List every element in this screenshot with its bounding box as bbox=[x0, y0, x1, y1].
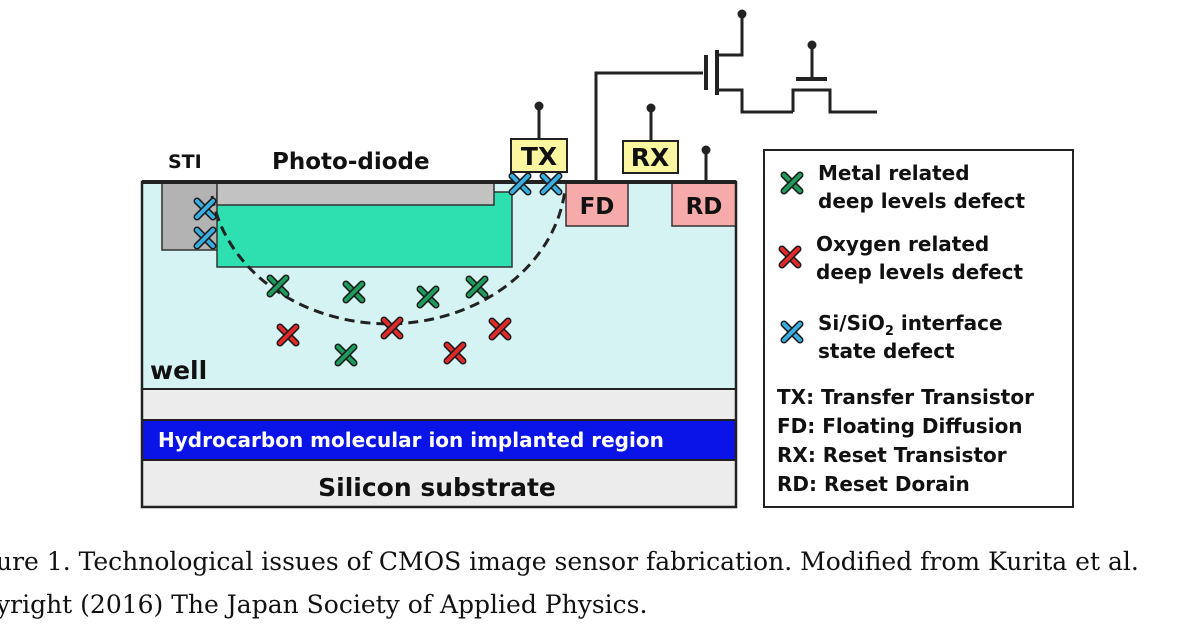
metal-defect-marker bbox=[416, 285, 440, 309]
sti-label: STI bbox=[168, 151, 202, 173]
vdd-terminal-dot bbox=[737, 9, 747, 19]
legend-interface-marker bbox=[780, 320, 804, 344]
rx-terminal-dot bbox=[646, 103, 656, 113]
interface-defect-marker bbox=[193, 226, 217, 250]
defect-markers bbox=[193, 172, 563, 367]
interface-defect-marker bbox=[193, 197, 217, 221]
legend-interface-line2: state defect bbox=[818, 339, 955, 363]
legend-interface-pre: Si/SiO bbox=[818, 311, 885, 335]
legend: Metal related deep levels defect Oxygen … bbox=[763, 149, 1074, 508]
substrate-label: Silicon substrate bbox=[318, 473, 556, 502]
surface-layer bbox=[216, 181, 495, 206]
sel-terminal-dot bbox=[807, 40, 817, 50]
rd-label: RD bbox=[686, 194, 723, 220]
depletion-boundary bbox=[210, 189, 567, 326]
rd-terminal-dot bbox=[701, 145, 711, 155]
interface-defect-marker bbox=[508, 172, 532, 196]
hydrocarbon-band bbox=[142, 420, 736, 460]
legend-abbr-fd: FD: Floating Diffusion bbox=[777, 414, 1023, 438]
caption-line1: ure 1. Technological issues of CMOS imag… bbox=[0, 547, 1139, 576]
legend-box bbox=[763, 149, 1074, 508]
spacer-layer bbox=[142, 389, 736, 420]
legend-metal-line2: deep levels defect bbox=[818, 189, 1025, 213]
legend-abbr-rd: RD: Reset Dorain bbox=[777, 472, 970, 496]
metal-defect-marker bbox=[465, 275, 489, 299]
sf-source-wire bbox=[717, 88, 793, 114]
rx-label-box bbox=[622, 140, 679, 174]
sf-drain-wire bbox=[717, 16, 744, 57]
photodiode-label: Photo-diode bbox=[272, 149, 430, 175]
metal-defect-marker bbox=[334, 343, 358, 367]
hydrocarbon-label: Hydrocarbon molecular ion implanted regi… bbox=[158, 428, 664, 452]
tx-terminal-dot bbox=[534, 101, 544, 111]
legend-abbr-tx: TX: Transfer Transistor bbox=[777, 385, 1034, 409]
terminals bbox=[537, 16, 877, 182]
legend-oxygen-line2: deep levels defect bbox=[816, 260, 1023, 284]
legend-oxygen-marker bbox=[778, 245, 802, 269]
legend-interface-line1: Si/SiO2 interface bbox=[818, 311, 1003, 339]
tx-label-box bbox=[510, 138, 568, 173]
cross-section bbox=[140, 180, 738, 509]
fd-wire bbox=[594, 71, 703, 182]
rx-label: RX bbox=[631, 143, 670, 172]
metal-defect-marker bbox=[266, 274, 290, 298]
substrate-region bbox=[142, 460, 736, 507]
oxygen-defect-marker bbox=[380, 316, 404, 340]
legend-metal-line1: Metal related bbox=[818, 161, 970, 185]
legend-interface-post: interface bbox=[894, 311, 1003, 335]
tx-label: TX bbox=[521, 142, 557, 171]
legend-interface-sub: 2 bbox=[885, 324, 894, 339]
terminal-dots bbox=[534, 9, 817, 155]
fd-label: FD bbox=[580, 194, 615, 220]
sel-channel-wire bbox=[791, 88, 877, 114]
legend-markers bbox=[778, 171, 804, 344]
oxygen-defect-marker bbox=[443, 341, 467, 365]
caption-line2: yright (2016) The Japan Society of Appli… bbox=[0, 590, 647, 619]
legend-abbr-rx: RX: Reset Transistor bbox=[777, 443, 1007, 467]
well-label: well bbox=[150, 356, 207, 385]
interface-defect-marker bbox=[539, 172, 563, 196]
legend-metal-marker bbox=[780, 171, 804, 195]
metal-defect-marker bbox=[342, 280, 366, 304]
legend-oxygen-line1: Oxygen related bbox=[816, 232, 989, 256]
oxygen-defect-marker bbox=[276, 323, 300, 347]
oxygen-defect-marker bbox=[488, 317, 512, 341]
